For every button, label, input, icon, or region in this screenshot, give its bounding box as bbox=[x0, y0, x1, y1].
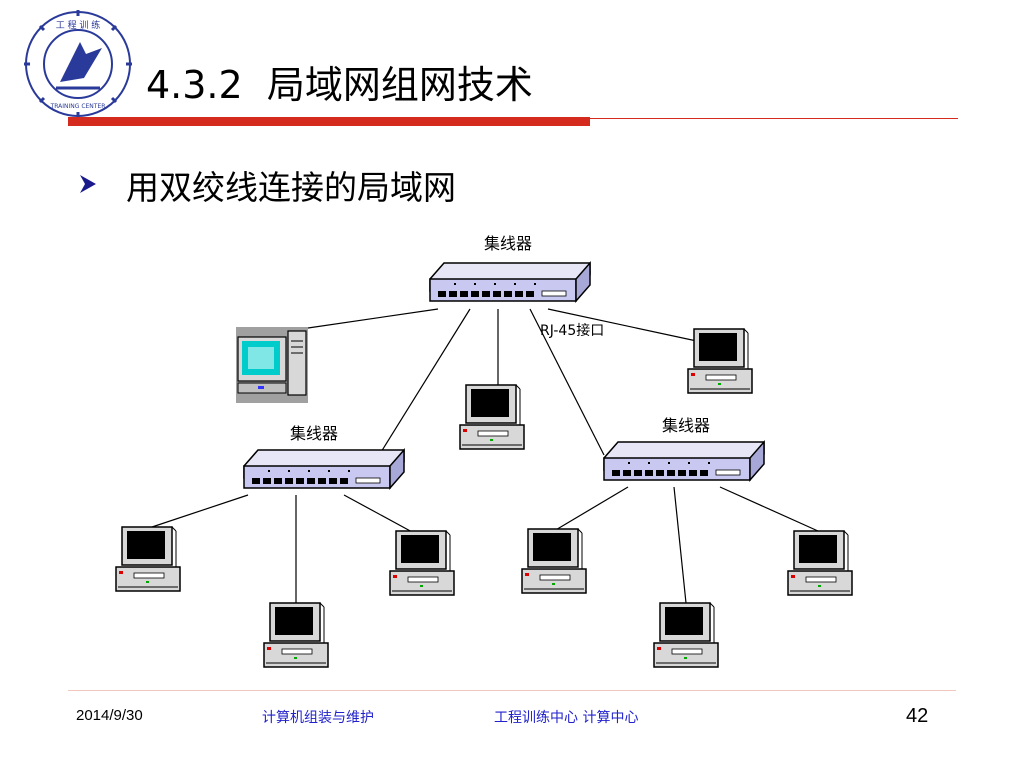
pc-left-2 bbox=[263, 602, 329, 668]
footer-date: 2014/9/30 bbox=[76, 707, 143, 724]
pc-left-3 bbox=[389, 530, 455, 596]
right-hub-label: 集线器 bbox=[662, 416, 710, 435]
rj45-port-label: RJ-45接口 bbox=[540, 322, 604, 339]
title-underline-thin bbox=[590, 118, 958, 119]
svg-text:TRAINING CENTER: TRAINING CENTER bbox=[50, 103, 106, 110]
title-underline-red bbox=[68, 117, 590, 126]
top-hub-label: 集线器 bbox=[484, 234, 532, 253]
left-hub bbox=[243, 449, 405, 489]
footer-department: 工程训练中心 计算中心 bbox=[494, 710, 639, 726]
right-hub bbox=[603, 441, 765, 481]
pc-top-center bbox=[459, 384, 525, 450]
pc-right-2 bbox=[653, 602, 719, 668]
slide-title: 4.3.2 局域网组网技术 bbox=[146, 63, 533, 107]
page-number: 42 bbox=[906, 705, 929, 727]
network-diagram: 集线器 集线器 集线器 RJ-45接口 bbox=[115, 234, 853, 668]
footer-divider bbox=[68, 690, 956, 691]
pc-left-1 bbox=[115, 526, 181, 592]
engineering-center-logo: 工 程 训 练 TRAINING CENTER bbox=[24, 10, 132, 118]
svg-text:工 程 训 练: 工 程 训 练 bbox=[56, 19, 101, 31]
top-hub bbox=[429, 262, 591, 302]
pc-top-right bbox=[687, 328, 753, 394]
pc-right-3 bbox=[787, 530, 853, 596]
pc-right-1 bbox=[521, 528, 587, 594]
footer-course: 计算机组装与维护 bbox=[262, 710, 374, 726]
server-computer bbox=[236, 327, 308, 403]
left-hub-label: 集线器 bbox=[290, 424, 338, 443]
bullet-text: 用双绞线连接的局域网 bbox=[126, 168, 456, 207]
arrow-bullet-icon bbox=[80, 175, 96, 193]
